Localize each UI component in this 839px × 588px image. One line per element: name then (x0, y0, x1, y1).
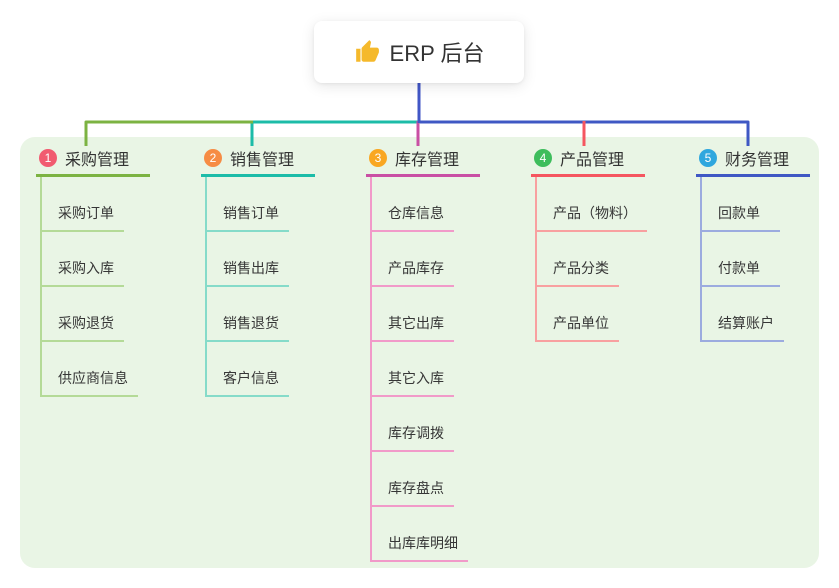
child-node[interactable]: 其它入库 (372, 342, 454, 397)
branch-node-finance[interactable]: 5 财务管理 (696, 147, 810, 177)
branch-node-sales[interactable]: 2 销售管理 (201, 147, 315, 177)
branch-children: 销售订单 销售出库 销售退货 客户信息 (205, 177, 371, 397)
child-node[interactable]: 销售订单 (207, 177, 289, 232)
branch-label: 库存管理 (395, 151, 460, 169)
child-node[interactable]: 出库库明细 (372, 507, 468, 562)
child-node[interactable]: 回款单 (702, 177, 780, 232)
child-node[interactable]: 采购订单 (42, 177, 124, 232)
branch-badge: 3 (369, 148, 387, 167)
child-node[interactable]: 采购入库 (42, 232, 124, 287)
branch-sales: 2 销售管理 销售订单 销售出库 销售退货 客户信息 (201, 147, 371, 397)
branch-node-inventory[interactable]: 3 库存管理 (366, 147, 480, 177)
branch-children: 回款单 付款单 结算账户 (700, 177, 839, 342)
child-node[interactable]: 仓库信息 (372, 177, 454, 232)
child-node[interactable]: 产品库存 (372, 232, 454, 287)
branch-label: 采购管理 (65, 151, 130, 169)
branch-label: 产品管理 (560, 151, 625, 169)
branch-badge: 1 (39, 148, 57, 167)
branch-badge: 5 (699, 148, 717, 167)
branch-finance: 5 财务管理 回款单 付款单 结算账户 (696, 147, 839, 342)
child-node[interactable]: 库存盘点 (372, 452, 454, 507)
thumbs-up-icon (355, 40, 379, 62)
branch-badge: 2 (204, 148, 222, 167)
root-title: ERP 后台 (389, 41, 485, 66)
branch-badge: 4 (534, 148, 552, 167)
child-node[interactable]: 库存调拨 (372, 397, 454, 452)
branch-label: 销售管理 (230, 151, 295, 169)
branch-node-product[interactable]: 4 产品管理 (531, 147, 645, 177)
child-node[interactable]: 产品单位 (537, 287, 619, 342)
child-node[interactable]: 产品分类 (537, 232, 619, 287)
branch-children: 产品（物料） 产品分类 产品单位 (535, 177, 701, 342)
branch-node-purchase[interactable]: 1 采购管理 (36, 147, 150, 177)
child-node[interactable]: 供应商信息 (42, 342, 138, 397)
child-node[interactable]: 付款单 (702, 232, 780, 287)
branch-product: 4 产品管理 产品（物料） 产品分类 产品单位 (531, 147, 701, 342)
child-node[interactable]: 销售出库 (207, 232, 289, 287)
branch-purchase: 1 采购管理 采购订单 采购入库 采购退货 供应商信息 (36, 147, 206, 397)
child-node[interactable]: 其它出库 (372, 287, 454, 342)
child-node[interactable]: 采购退货 (42, 287, 124, 342)
branch-label: 财务管理 (725, 151, 790, 169)
branches-panel (20, 137, 819, 568)
child-node[interactable]: 产品（物料） (537, 177, 647, 232)
child-node[interactable]: 销售退货 (207, 287, 289, 342)
root-node[interactable]: ERP 后台 (314, 21, 524, 83)
branch-children: 仓库信息 产品库存 其它出库 其它入库 库存调拨 库存盘点 出库库明细 (370, 177, 536, 562)
child-node[interactable]: 结算账户 (702, 287, 784, 342)
child-node[interactable]: 客户信息 (207, 342, 289, 397)
branch-children: 采购订单 采购入库 采购退货 供应商信息 (40, 177, 206, 397)
branch-inventory: 3 库存管理 仓库信息 产品库存 其它出库 其它入库 库存调拨 库存盘点 出库库… (366, 147, 536, 562)
